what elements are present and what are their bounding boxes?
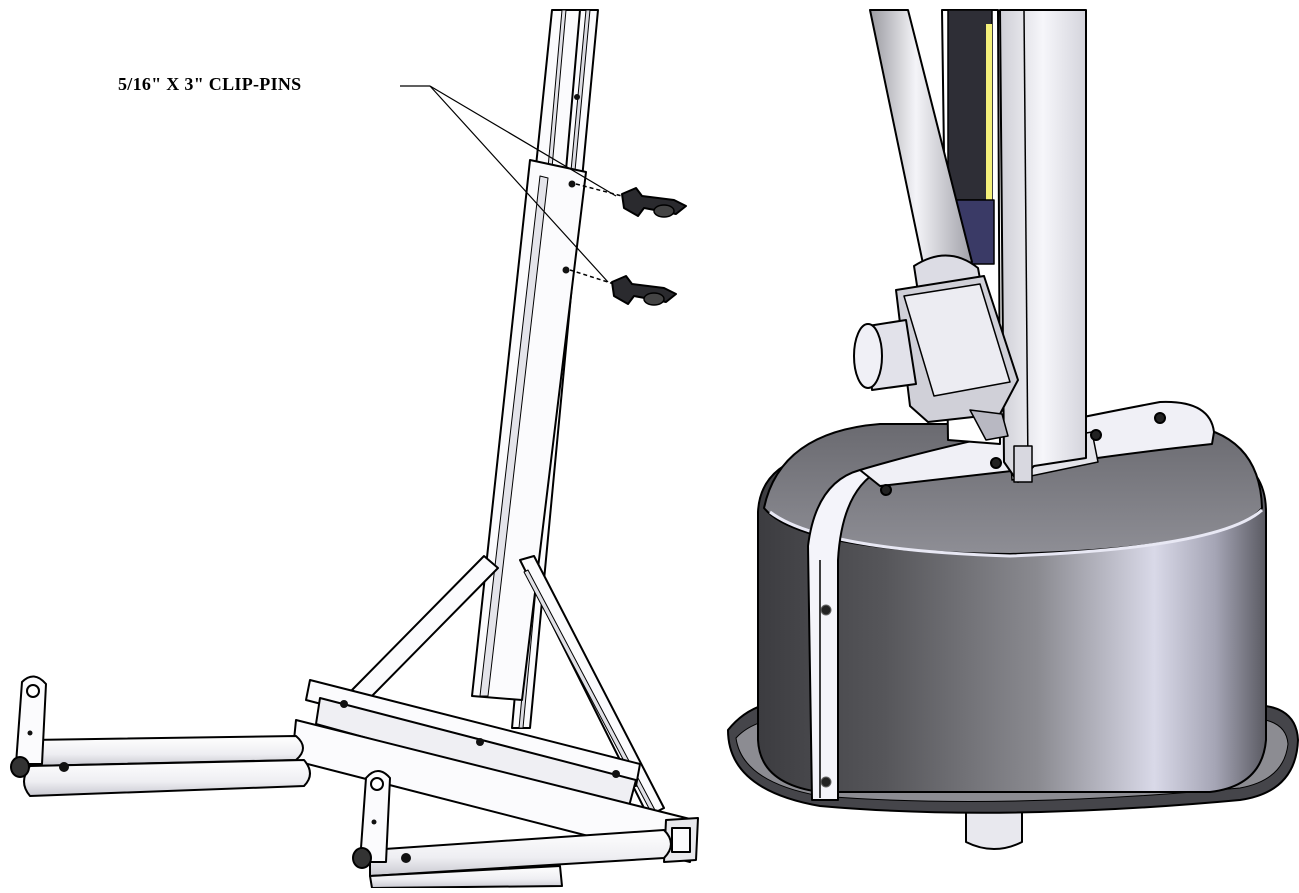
frame-assembly bbox=[10, 9, 699, 889]
right-brace bbox=[519, 555, 665, 817]
channel-bolt-2 bbox=[476, 738, 484, 746]
right-plate-hole bbox=[370, 777, 384, 791]
plate-screw-2 bbox=[990, 457, 1002, 469]
left-plate-rivet bbox=[27, 730, 33, 736]
column-edge bbox=[1023, 9, 1029, 471]
sleeve-hole-1 bbox=[568, 180, 576, 188]
column bbox=[999, 9, 1087, 483]
plate-screw-3 bbox=[1090, 429, 1102, 441]
column-foot bbox=[1013, 445, 1033, 483]
leader-line-1 bbox=[429, 85, 617, 197]
pin-path-1 bbox=[575, 183, 623, 197]
right-pivot-cap bbox=[352, 847, 372, 869]
sleeve-hole-2 bbox=[562, 266, 570, 274]
right-foot-rod-lower bbox=[369, 865, 563, 889]
clip-pins-callout: 5/16" X 3" CLIP-PINS bbox=[118, 74, 302, 94]
clip-pin-2 bbox=[611, 275, 677, 306]
right-rod-bolt bbox=[401, 853, 411, 863]
base-tube-opening bbox=[671, 827, 691, 853]
slot-track-dark bbox=[947, 9, 993, 201]
side-stub-end bbox=[853, 323, 883, 389]
clip-pin-1 bbox=[621, 187, 687, 218]
base-cover-detail bbox=[727, 9, 1299, 850]
connector-face bbox=[903, 283, 1011, 397]
right-plate-rivet bbox=[371, 819, 377, 825]
plate-screw-4 bbox=[1154, 412, 1166, 424]
pin-path-2 bbox=[569, 269, 615, 285]
channel-bolt-3 bbox=[612, 770, 620, 778]
plate-screw-1 bbox=[880, 484, 892, 496]
diagonal-pipe bbox=[869, 9, 973, 279]
right-foot-rod bbox=[369, 829, 672, 877]
left-rod-bolt bbox=[59, 762, 69, 772]
leader-line-2 bbox=[429, 85, 609, 283]
channel-bolt-1 bbox=[340, 700, 348, 708]
left-plate bbox=[15, 675, 47, 765]
slot-yellow-strip bbox=[986, 24, 992, 200]
connector-tail bbox=[969, 409, 1009, 441]
upper-hole bbox=[574, 94, 580, 100]
left-pivot-cap bbox=[10, 756, 30, 778]
seam-screw-2 bbox=[820, 776, 832, 788]
left-plate-hole bbox=[26, 684, 40, 698]
right-plate bbox=[359, 770, 391, 863]
seam-screw-1 bbox=[820, 604, 832, 616]
